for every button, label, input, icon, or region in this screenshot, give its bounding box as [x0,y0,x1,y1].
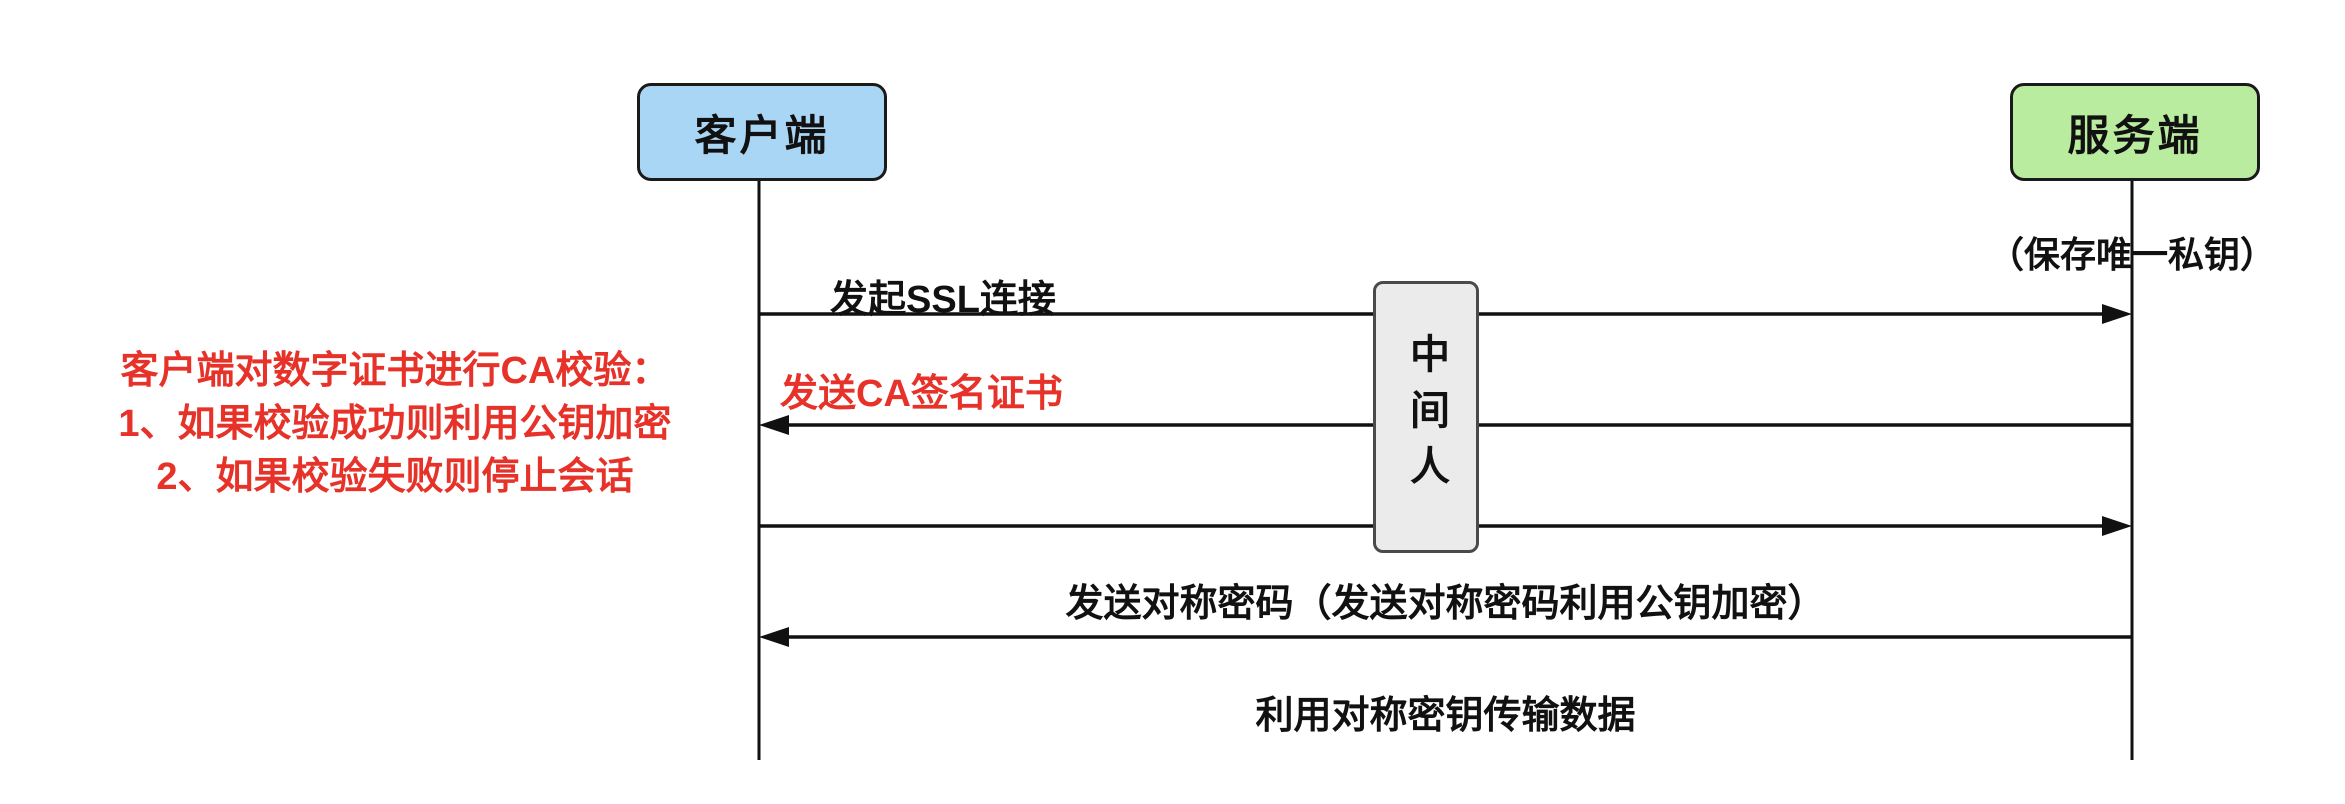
message-5-label: 利用对称密钥传输数据 [1255,695,1636,737]
message-4-label: 发送对称密码（发送对称密码利用公钥加密） [1065,583,1826,625]
client-actor-label: 客户端 [694,111,830,159]
server-actor-label: 服务端 [2067,111,2203,159]
message-1-arrowhead-right [2102,304,2132,324]
server-actor-box: 服务端 [2010,83,2260,181]
message-2-label: 发送CA签名证书 [780,373,1063,415]
ca-verification-annotation: 客户端对数字证书进行CA校验： 1、如果校验成功则利用公钥加密 2、如果校验失败… [70,345,720,504]
message-2-arrowhead-left [759,415,789,435]
annotation-line-2: 1、如果校验成功则利用公钥加密 [118,403,672,445]
mitm-box: 中间人 [1373,281,1479,553]
message-4-arrowhead-left [759,627,789,647]
client-actor-box: 客户端 [637,83,887,181]
message-1-label: 发起SSL连接 [830,279,1056,321]
annotation-line-1: 客户端对数字证书进行CA校验： [120,350,670,392]
server-private-key-note: （保存唯一私钥） [1987,234,2276,275]
annotation-line-3: 2、如果校验失败则停止会话 [156,456,634,498]
message-3-arrowhead-right [2102,516,2132,536]
